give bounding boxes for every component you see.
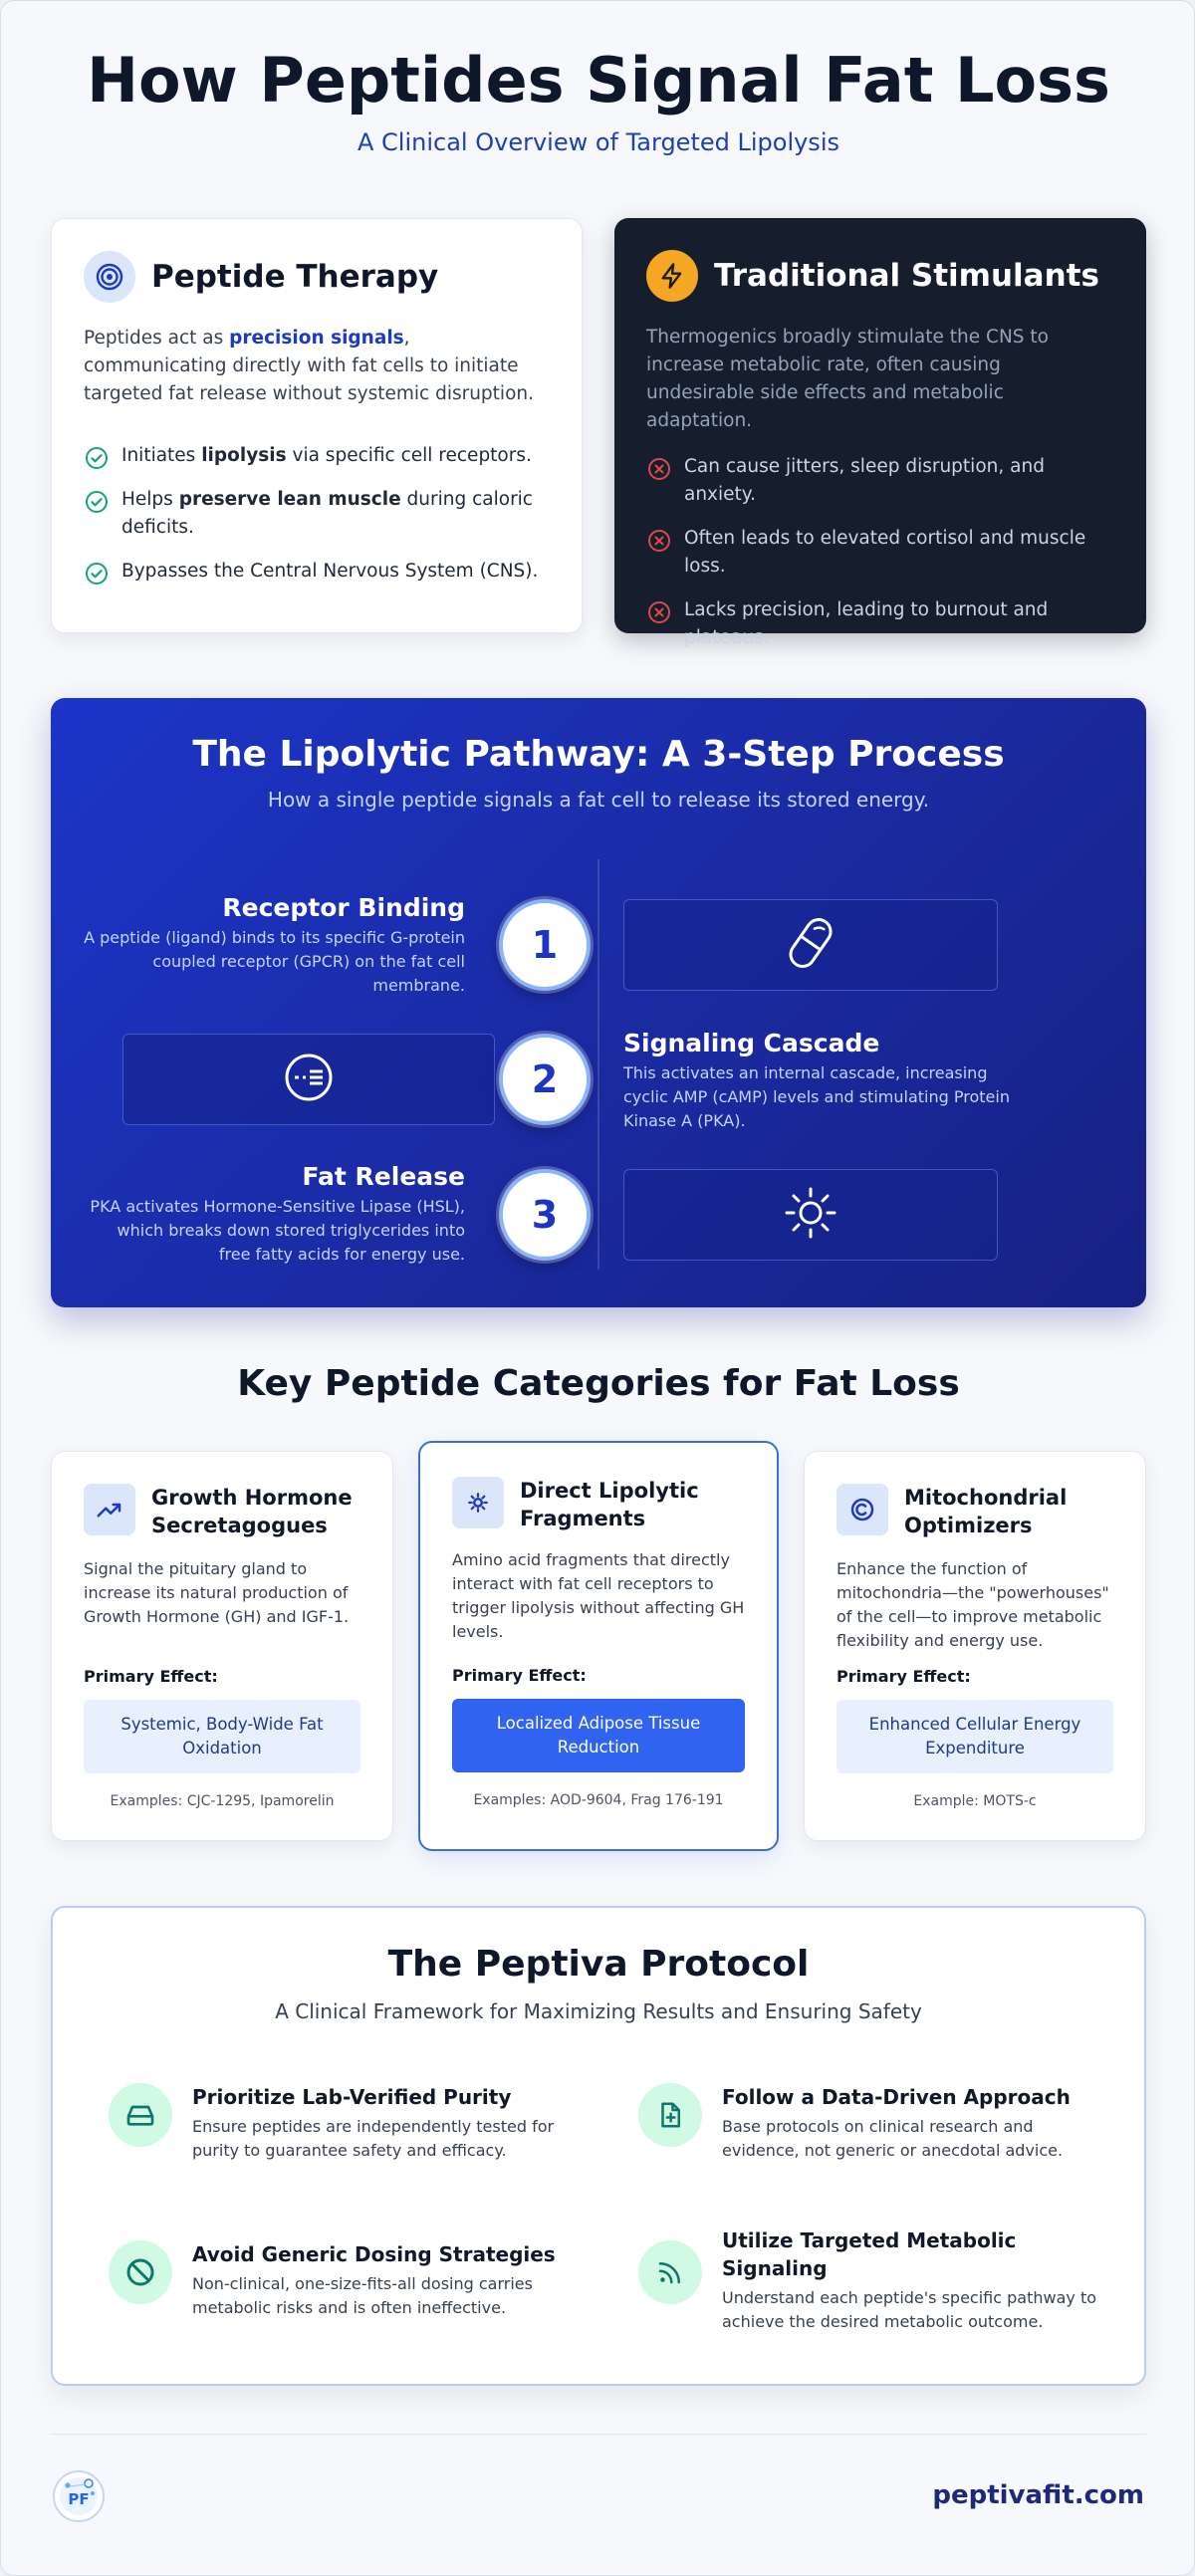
copyright-circle-icon [836,1484,888,1535]
peptide-benefit-item: Initiates lipolysis via specific cell re… [84,442,550,470]
brand-logo[interactable]: PF [53,2470,105,2522]
pathway-title: The Lipolytic Pathway: A 3-Step Process [192,734,1005,775]
step-3-number: 3 [499,1169,591,1261]
x-circle-icon [646,525,672,553]
category-card-lipolytic-fragments: Direct Lipolytic Fragments Amino acid fr… [418,1441,779,1851]
primary-effect-label: Primary Effect: [452,1666,587,1685]
category-examples: Examples: AOD-9604, Frag 176-191 [473,1792,724,1808]
rss-icon [638,2240,702,2304]
header: How Peptides Signal Fat Loss A Clinical … [1,41,1194,156]
protocol-item-text: Base protocols on clinical research and … [722,2117,1064,2160]
page-subtitle: A Clinical Overview of Targeted Lipolysi… [358,128,839,156]
burst-icon [452,1477,504,1528]
lightning-icon [646,250,698,302]
peptide-benefit-item: Helps preserve lean muscle during calori… [84,486,550,542]
step-1-icon-box [623,899,998,991]
pathway-divider [598,859,599,1270]
primary-effect-badge: Localized Adipose Tissue Reduction [452,1699,745,1772]
stimulant-card-intro: Thermogenics broadly stimulate the CNS t… [646,327,1049,431]
step-2-description: This activates an internal cascade, incr… [623,1063,1010,1130]
protocol-title: The Peptiva Protocol [387,1944,810,1985]
step-2-title: Signaling Cascade [623,1029,880,1057]
ban-icon [109,2240,172,2304]
step-1-text: Receptor Binding A peptide (ligand) bind… [83,893,465,998]
check-circle-icon [84,486,110,514]
x-circle-icon [646,596,672,624]
protocol-section: The Peptiva Protocol A Clinical Framewor… [51,1906,1146,2386]
primary-effect-badge: Enhanced Cellular Energy Expenditure [836,1700,1113,1773]
x-circle-icon [646,453,672,481]
category-card-gh-secretagogues: Growth Hormone Secretagogues Signal the … [51,1451,393,1841]
target-icon [84,251,135,303]
file-plus-icon [638,2083,702,2147]
step-3-description: PKA activates Hormone-Sensitive Lipase (… [90,1197,465,1264]
category-title: Direct Lipolytic Fragments [520,1479,699,1530]
step-2-icon-box [122,1034,495,1125]
step-3-text: Fat Release PKA activates Hormone-Sensit… [83,1162,465,1267]
category-title: Growth Hormone Secretagogues [151,1486,353,1537]
primary-effect-label: Primary Effect: [84,1667,218,1686]
check-circle-icon [84,442,110,470]
peptide-benefit-item: Bypasses the Central Nervous System (CNS… [84,558,550,585]
step-3-icon-box [623,1169,998,1261]
peptide-therapy-card: Peptide Therapy Peptides act as precisio… [51,218,583,633]
step-1-number: 1 [499,899,591,991]
step-2-text: Signaling Cascade This activates an inte… [623,1029,1012,1133]
category-examples: Example: MOTS-c [913,1793,1037,1809]
footer-site-link[interactable]: peptivafit.com [932,2480,1144,2510]
category-description: Amino acid fragments that directly inter… [452,1550,745,1641]
stimulant-drawback-item: Often leads to elevated cortisol and mus… [646,525,1114,581]
protocol-item: Prioritize Lab-Verified Purity Ensure pe… [109,2083,567,2163]
svg-text:PF: PF [68,2490,89,2508]
protocol-item: Avoid Generic Dosing Strategies Non-clin… [109,2240,567,2320]
sun-icon [783,1185,838,1245]
stimulant-drawback-item: Can cause jitters, sleep disruption, and… [646,453,1114,509]
step-1-description: A peptide (ligand) binds to its specific… [84,928,465,995]
primary-effect-badge: Systemic, Body-Wide Fat Oxidation [84,1700,360,1773]
tray-icon [109,2083,172,2147]
protocol-item: Utilize Targeted Metabolic Signaling Und… [638,2226,1096,2334]
protocol-item-title: Utilize Targeted Metabolic Signaling [722,2228,1017,2280]
categories-title: Key Peptide Categories for Fat Loss [237,1363,960,1404]
protocol-item-title: Follow a Data-Driven Approach [722,2085,1071,2109]
protocol-item-title: Avoid Generic Dosing Strategies [192,2242,556,2266]
peptide-card-title: Peptide Therapy [151,259,439,295]
page-title: How Peptides Signal Fat Loss [87,44,1110,117]
protocol-item-text: Non-clinical, one-size-fits-all dosing c… [192,2274,533,2317]
signal-circle-icon [283,1052,335,1107]
capsule-icon [783,913,838,977]
pathway-subtitle: How a single peptide signals a fat cell … [267,788,930,812]
protocol-item-text: Ensure peptides are independently tested… [192,2117,555,2160]
category-description: Signal the pituitary gland to increase i… [84,1559,350,1626]
category-examples: Examples: CJC-1295, Ipamorelin [110,1793,335,1809]
category-title: Mitochondrial Optimizers [904,1486,1068,1537]
step-1-title: Receptor Binding [222,893,465,922]
traditional-stimulants-card: Traditional Stimulants Thermogenics broa… [614,218,1146,648]
step-2-number: 2 [499,1034,591,1125]
protocol-item-title: Prioritize Lab-Verified Purity [192,2085,512,2109]
category-description: Enhance the function of mitochondria—the… [836,1559,1109,1650]
footer-divider [51,2434,1146,2435]
protocol-item-text: Understand each peptide's specific pathw… [722,2288,1097,2331]
category-card-mitochondrial-optimizers: Mitochondrial Optimizers Enhance the fun… [804,1451,1146,1841]
primary-effect-label: Primary Effect: [836,1667,971,1686]
check-circle-icon [84,558,110,585]
lipolytic-pathway-section: The Lipolytic Pathway: A 3-Step Process … [51,698,1146,1307]
step-3-title: Fat Release [302,1162,465,1191]
protocol-subtitle: A Clinical Framework for Maximizing Resu… [275,1999,922,2023]
stimulant-card-title: Traditional Stimulants [714,258,1099,294]
stimulant-drawback-item: Lacks precision, leading to burnout and … [646,596,1114,652]
peptide-card-intro: Peptides act as precision signals, commu… [84,328,534,404]
protocol-item: Follow a Data-Driven Approach Base proto… [638,2083,1096,2163]
trending-up-icon [84,1484,135,1535]
